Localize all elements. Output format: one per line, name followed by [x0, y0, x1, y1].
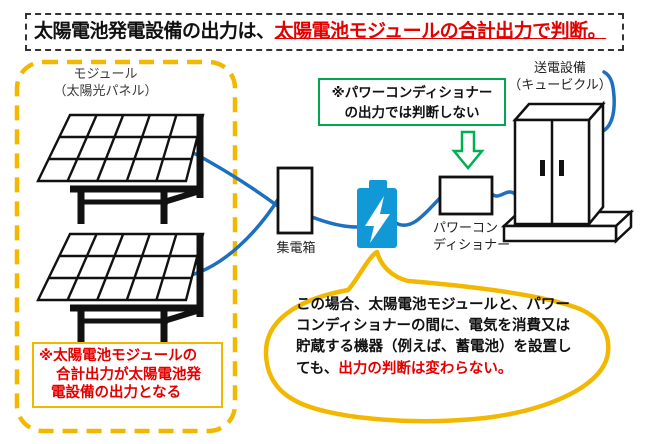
- cabinet-handle-right: [559, 160, 564, 176]
- panel-1-stand: [70, 116, 204, 224]
- transmission-label-line2: （キュービクル）: [508, 76, 612, 92]
- green-note-line2: の出力では判断しない: [344, 104, 480, 120]
- cabinet-base-front: [502, 224, 618, 243]
- panel-2-stand: [70, 235, 204, 343]
- solar-panel-1: [36, 113, 205, 224]
- module-label-line1: モジュール: [73, 66, 138, 81]
- title-normal-text: 太陽電池発電設備の出力は、: [34, 21, 275, 42]
- wire-battery-to-conditioner: [394, 195, 443, 227]
- power-conditioner-label-line1: パワーコン: [433, 220, 499, 235]
- module-label-line2: （太陽光パネル）: [53, 82, 158, 98]
- wire-cabinet-out: [601, 70, 616, 133]
- solar-panel-2: [36, 232, 205, 343]
- title-highlight-text: 太陽電池モジュールの合計出力で判断。: [274, 21, 607, 42]
- transmission-cabinet: [500, 100, 635, 244]
- red-note-box: ※太陽電池モジュールの 合計出力が太陽電池発 電設備の出力となる: [32, 342, 223, 408]
- collector-box: [276, 166, 314, 235]
- green-note-box: ※パワーコンディショナー の出力では判断しない: [318, 78, 506, 126]
- title-banner: 太陽電池発電設備の出力は、太陽電池モジュールの合計出力で判断。: [25, 13, 624, 51]
- transmission-label-line1: 送電設備: [533, 60, 586, 75]
- transmission-label: 送電設備 （キュービクル）: [494, 60, 626, 93]
- bubble-line1: この場合、太陽電池モジュールと、パワー: [296, 297, 570, 313]
- bubble-line3: 貯蔵する機器（例えば、蓄電池）を設置し: [296, 339, 572, 356]
- battery-icon: [357, 180, 397, 248]
- power-conditioner-label-line2: ディショナー: [433, 237, 511, 252]
- down-arrow-icon: [451, 130, 485, 170]
- power-conditioner-label: パワーコン ディショナー: [433, 219, 513, 253]
- bubble-line2: コンディショナーの間に、電気を消費又は: [296, 318, 571, 335]
- module-label: モジュール （太陽光パネル）: [18, 66, 193, 99]
- red-note-line3: 電設備の出力となる: [51, 385, 182, 401]
- red-note-line1: ※太陽電池モジュールの: [39, 348, 198, 364]
- cabinet-handle-left: [540, 160, 545, 176]
- green-note-line1: ※パワーコンディショナー: [331, 85, 493, 100]
- collector-box-label: 集電箱: [276, 240, 316, 255]
- bubble-line4-black: ても、: [296, 360, 339, 377]
- wire-conditioner-to-cabinet: [490, 190, 517, 198]
- red-note-line2: 合計出力が太陽電池発: [56, 366, 201, 383]
- module-area-dashed-border: [14, 59, 238, 434]
- cabinet-side: [587, 100, 605, 228]
- wire-collector-to-battery: [310, 215, 359, 229]
- speech-bubble: [263, 249, 611, 424]
- bubble-line4: ても、出力の判断は変わらない。: [296, 359, 592, 380]
- lightning-bolt-icon: [365, 196, 390, 243]
- bubble-text: この場合、太陽電池モジュールと、パワー コンディショナーの間に、電気を消費又は …: [296, 295, 592, 380]
- bubble-line4-red: 出力の判断は変わらない。: [338, 360, 513, 377]
- power-conditioner-box: [438, 175, 494, 216]
